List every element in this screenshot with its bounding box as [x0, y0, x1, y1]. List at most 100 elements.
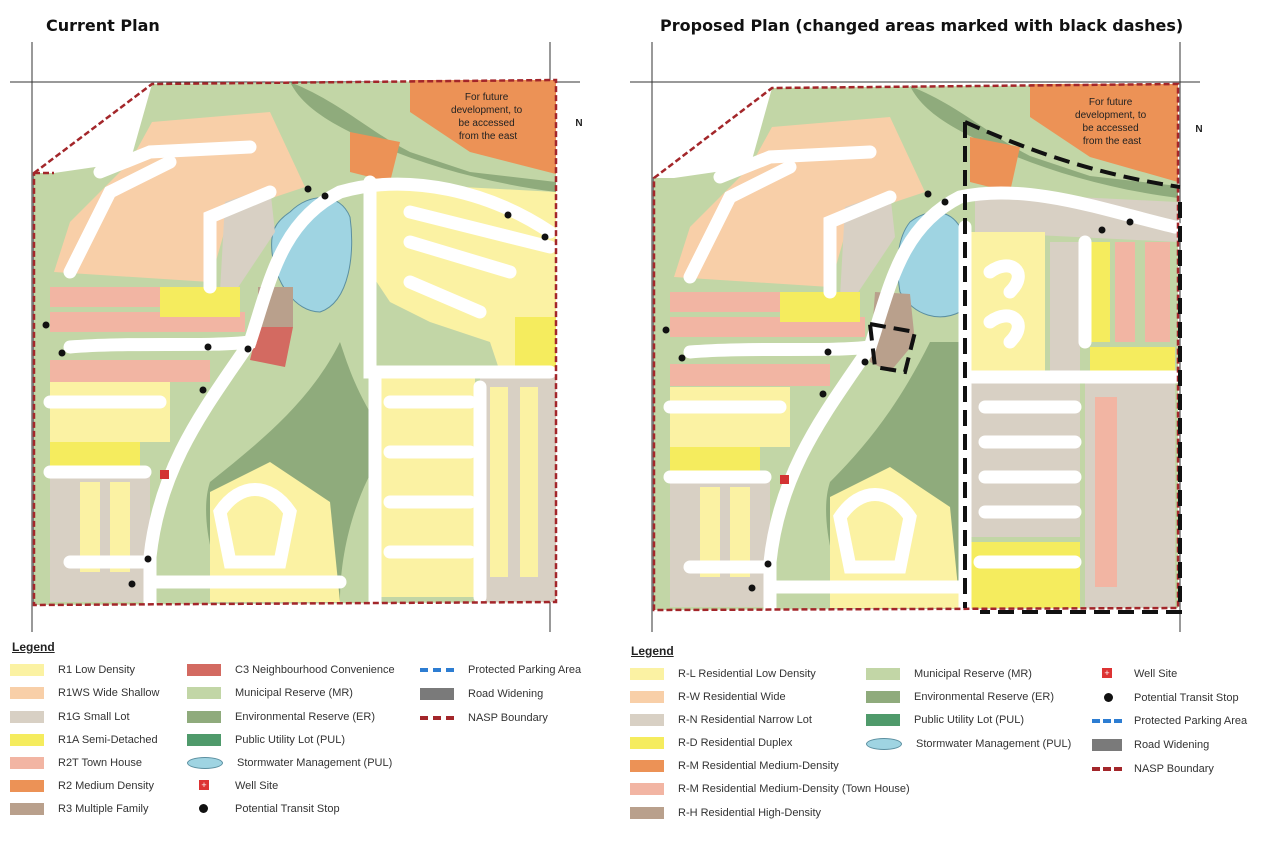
legend-item: R3 Multiple Family — [10, 801, 148, 817]
nasp-boundary-icon — [420, 716, 454, 720]
legend-item: R-N Residential Narrow Lot — [630, 712, 812, 728]
transit-stop — [748, 584, 756, 592]
rn-lots-east — [1050, 242, 1080, 372]
rm-townhouse-east — [1115, 242, 1135, 342]
legend-swatch — [10, 734, 44, 746]
transit-stop — [42, 321, 50, 329]
environmental-reserve-north — [290, 82, 556, 192]
transit-stops — [42, 185, 549, 588]
rm-medium-density — [970, 137, 1020, 192]
legend-swatch — [1092, 739, 1122, 751]
legend-item: R-M Residential Medium-Density (Town Hou… — [630, 781, 910, 797]
transit-stop — [924, 190, 932, 198]
protected-parking-icon — [1092, 719, 1122, 723]
legend-swatch — [630, 807, 664, 819]
legend-item: NASP Boundary — [420, 710, 548, 726]
legend-swatch — [630, 668, 664, 680]
legend-swatch — [10, 780, 44, 792]
legend-item: Stormwater Management (PUL) — [187, 755, 392, 771]
rd-duplex-nw — [780, 292, 860, 322]
road-network — [43, 140, 557, 609]
transit-stop — [678, 354, 686, 362]
transit-stop — [199, 386, 207, 394]
legend-item: Protected Parking Area — [1092, 713, 1247, 729]
legend-swatch — [10, 664, 44, 676]
transit-stop — [819, 390, 827, 398]
transit-stop — [58, 349, 66, 357]
current-plan-title: Current Plan — [46, 16, 160, 35]
well-site-marker — [160, 470, 169, 479]
transit-stop — [541, 233, 549, 241]
environmental-reserve-north — [910, 86, 1178, 198]
transit-stop — [504, 211, 512, 219]
rd-lots-se — [970, 542, 1080, 608]
well-site-icon: + — [187, 780, 221, 792]
r1-lots-sw-strip — [80, 482, 100, 572]
legend-item: R1G Small Lot — [10, 709, 130, 725]
legend-item: R-L Residential Low Density — [630, 666, 816, 682]
changed-area-dash-east-south — [980, 202, 1182, 614]
legend-item: Potential Transit Stop — [187, 801, 340, 817]
transit-stop — [941, 198, 949, 206]
legend-swatch — [187, 711, 221, 723]
protected-parking-icon — [420, 668, 454, 672]
proposed-plan-map: For future development, to be accessed f… — [630, 42, 1200, 632]
legend-swatch — [187, 687, 221, 699]
legend-item: R1A Semi-Detached — [10, 732, 158, 748]
legend-item: R2 Medium Density — [10, 778, 154, 794]
transit-stop — [304, 185, 312, 193]
rm-townhouse-se — [1095, 397, 1117, 587]
legend-title-proposed: Legend — [631, 644, 674, 658]
transit-stop — [662, 326, 670, 334]
transit-stop — [144, 555, 152, 563]
r2t-townhouse-row — [50, 360, 210, 382]
legend-swatch — [630, 760, 664, 772]
north-arrow-icon: N — [575, 118, 583, 129]
nasp-boundary-icon — [1092, 767, 1122, 771]
nasp-boundary — [32, 78, 558, 607]
transit-stops — [662, 190, 1134, 592]
legend-item: Municipal Reserve (MR) — [187, 685, 353, 701]
rd-lots-east — [1090, 242, 1110, 342]
legend-swatch — [420, 688, 454, 700]
legend-item: R-H Residential High-Density — [630, 805, 821, 821]
legend-item: R1WS Wide Shallow — [10, 685, 159, 701]
legend-item: Environmental Reserve (ER) — [866, 689, 1054, 705]
north-arrow-icon: N — [1195, 124, 1203, 135]
rl-lots-sw-strip — [700, 487, 720, 577]
r1-lots-se-strip — [520, 387, 538, 577]
transit-stop — [861, 358, 869, 366]
r1a-lots-east — [515, 317, 556, 372]
legend-swatch — [10, 757, 44, 769]
rm-townhouse-row — [670, 364, 830, 386]
legend-swatch — [866, 691, 900, 703]
legend-swatch — [866, 714, 900, 726]
r1a-semi-detached — [160, 287, 240, 317]
rl-lots-sw-strip — [730, 487, 750, 577]
transit-stop — [1126, 218, 1134, 226]
legend-item: R-W Residential Wide — [630, 689, 786, 705]
legend-item: Road Widening — [1092, 737, 1209, 753]
legend-swatch — [630, 783, 664, 795]
rn-lots-north — [975, 192, 1178, 242]
legend-item: Stormwater Management (PUL) — [866, 736, 1071, 752]
stormwater-pond-icon — [187, 757, 223, 769]
r1ws-lots-nw — [54, 112, 305, 282]
legend-swatch — [10, 803, 44, 815]
proposed-plan-title: Proposed Plan (changed areas marked with… — [660, 16, 1184, 35]
r1-lots-ne — [370, 182, 556, 372]
transit-stop-icon — [1092, 692, 1122, 704]
changed-area-dash-central — [867, 321, 918, 375]
legend-item: C3 Neighbourhood Convenience — [187, 662, 395, 678]
current-plan-map: For future development, to be accessed f… — [10, 42, 580, 632]
transit-stop — [128, 580, 136, 588]
transit-stop — [321, 192, 329, 200]
r2-medium-density — [350, 132, 400, 182]
legend-swatch — [10, 687, 44, 699]
stormwater-pond-icon — [866, 738, 902, 750]
legend-item: +Well Site — [1092, 666, 1177, 682]
legend-swatch — [630, 691, 664, 703]
rl-lots-east — [970, 232, 1045, 372]
legend-item: Potential Transit Stop — [1092, 690, 1239, 706]
legend-swatch — [630, 714, 664, 726]
